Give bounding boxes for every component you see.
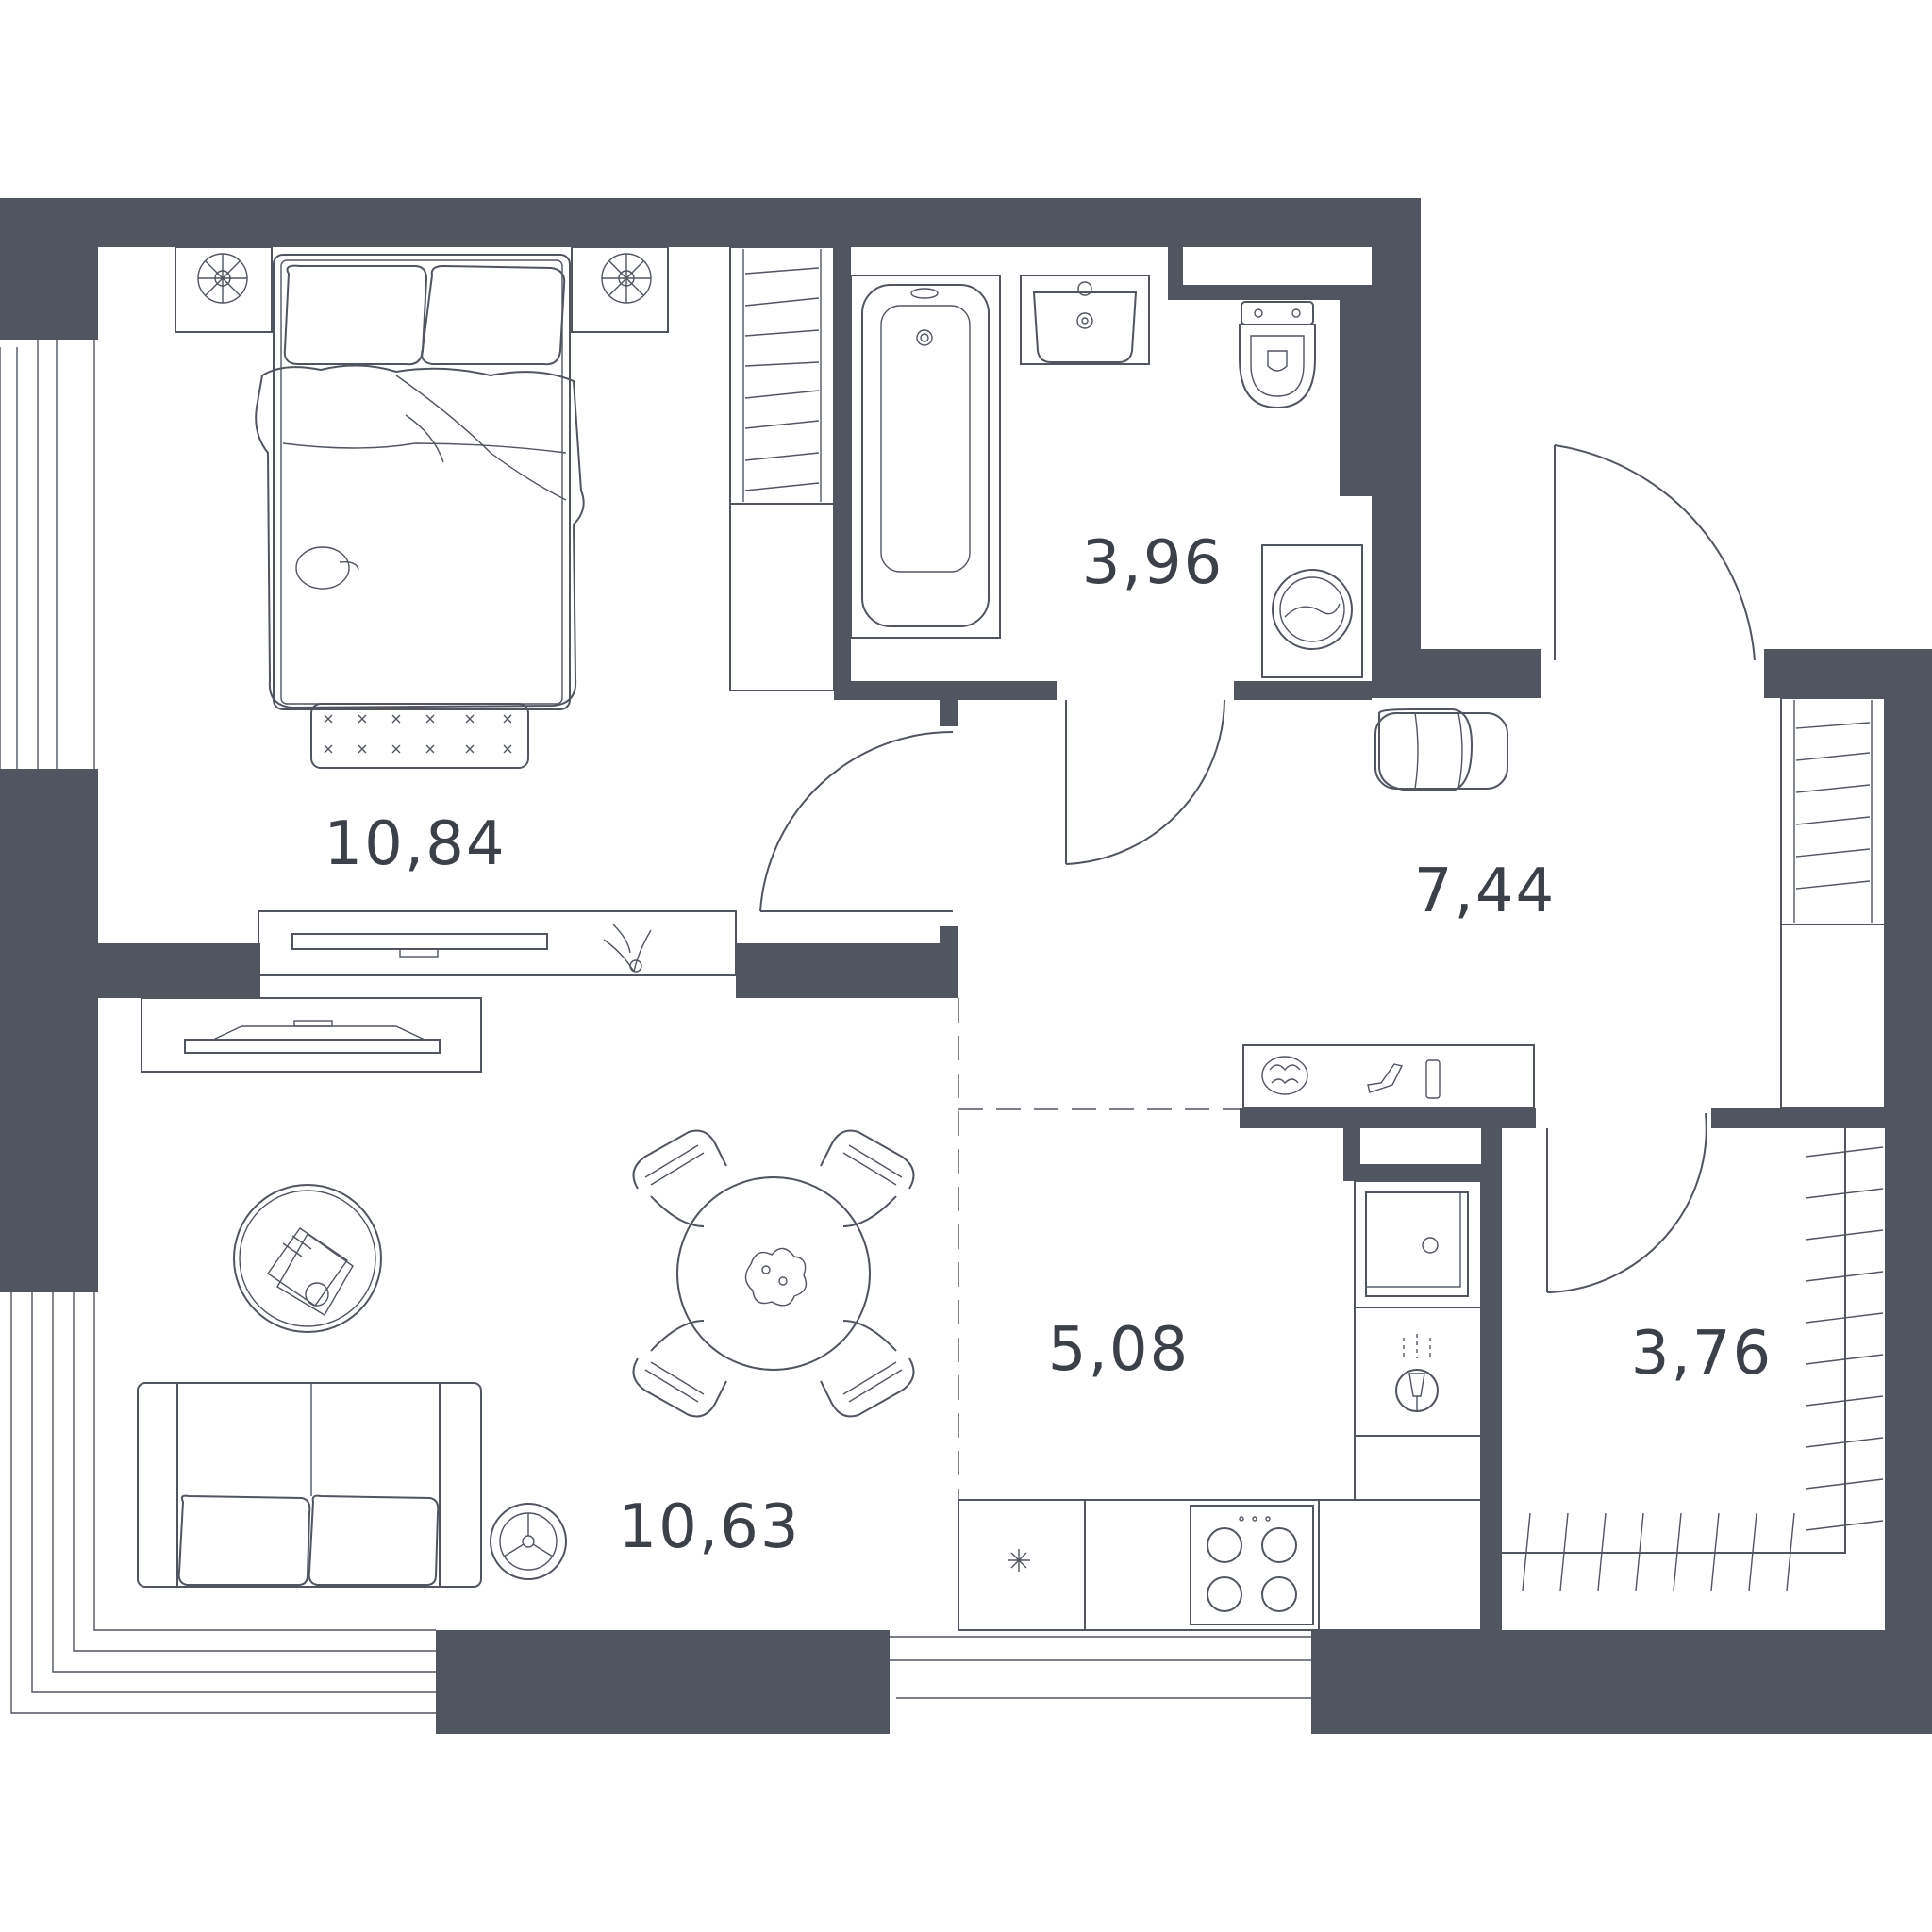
nightstand-lamp-icon <box>175 246 273 333</box>
room-area-label: 5,08 <box>1048 1315 1191 1385</box>
chair-icon <box>632 1320 727 1418</box>
wardrobe-icon <box>729 246 835 691</box>
pillow-icon <box>421 264 566 366</box>
door-swing-icon <box>1546 1112 1707 1293</box>
countertop <box>958 1436 1482 1631</box>
shoe-cabinet-icon <box>1242 1044 1535 1108</box>
bathroom: 3,96 <box>850 275 1363 865</box>
dining-table-icon <box>676 1176 871 1371</box>
coffee-table-icon <box>233 1184 382 1333</box>
floor-lamp-icon <box>490 1503 567 1580</box>
nightstand-lamp-icon <box>571 246 669 333</box>
wardrobe-icon <box>1780 697 1886 1108</box>
hallway: 7,44 <box>958 444 1886 1630</box>
sink-icon <box>1020 275 1150 365</box>
storage: 3,76 <box>1502 1112 1884 1591</box>
toilet-icon <box>1239 301 1316 409</box>
room-area-label: 3,96 <box>1082 528 1224 598</box>
room-area-label: 10,63 <box>618 1492 800 1562</box>
bed-icon <box>255 254 585 710</box>
washing-machine-icon <box>1261 544 1363 678</box>
sofa-icon <box>137 1382 482 1588</box>
living-room: 10,63 <box>137 997 915 1588</box>
door-swing-icon <box>1065 699 1225 865</box>
room-area-label: 10,84 <box>324 809 506 879</box>
pillow-icon <box>283 264 428 366</box>
chair-icon <box>820 1129 915 1227</box>
tv-stand-icon <box>258 910 737 976</box>
door-swing-icon <box>1554 444 1756 661</box>
chair-icon <box>820 1320 915 1418</box>
bathtub-icon <box>850 275 1001 639</box>
wardrobe-icon <box>1502 1128 1884 1591</box>
armchair-icon <box>1374 708 1508 791</box>
bedroom: 10,84 <box>175 246 954 976</box>
kitchen-sink-icon <box>1354 1180 1482 1308</box>
window-icon <box>0 340 1311 1714</box>
walls <box>0 198 1932 1734</box>
door-swing-icon <box>759 730 954 912</box>
bench-icon <box>310 703 529 769</box>
dishwasher-icon <box>1354 1307 1482 1437</box>
room-area-label: 3,76 <box>1631 1319 1774 1389</box>
tv-stand-icon <box>141 997 482 1073</box>
chair-icon <box>632 1129 727 1227</box>
stove-icon <box>1190 1505 1314 1625</box>
kitchen: 5,08 <box>958 1180 1482 1631</box>
room-area-label: 7,44 <box>1414 857 1557 926</box>
